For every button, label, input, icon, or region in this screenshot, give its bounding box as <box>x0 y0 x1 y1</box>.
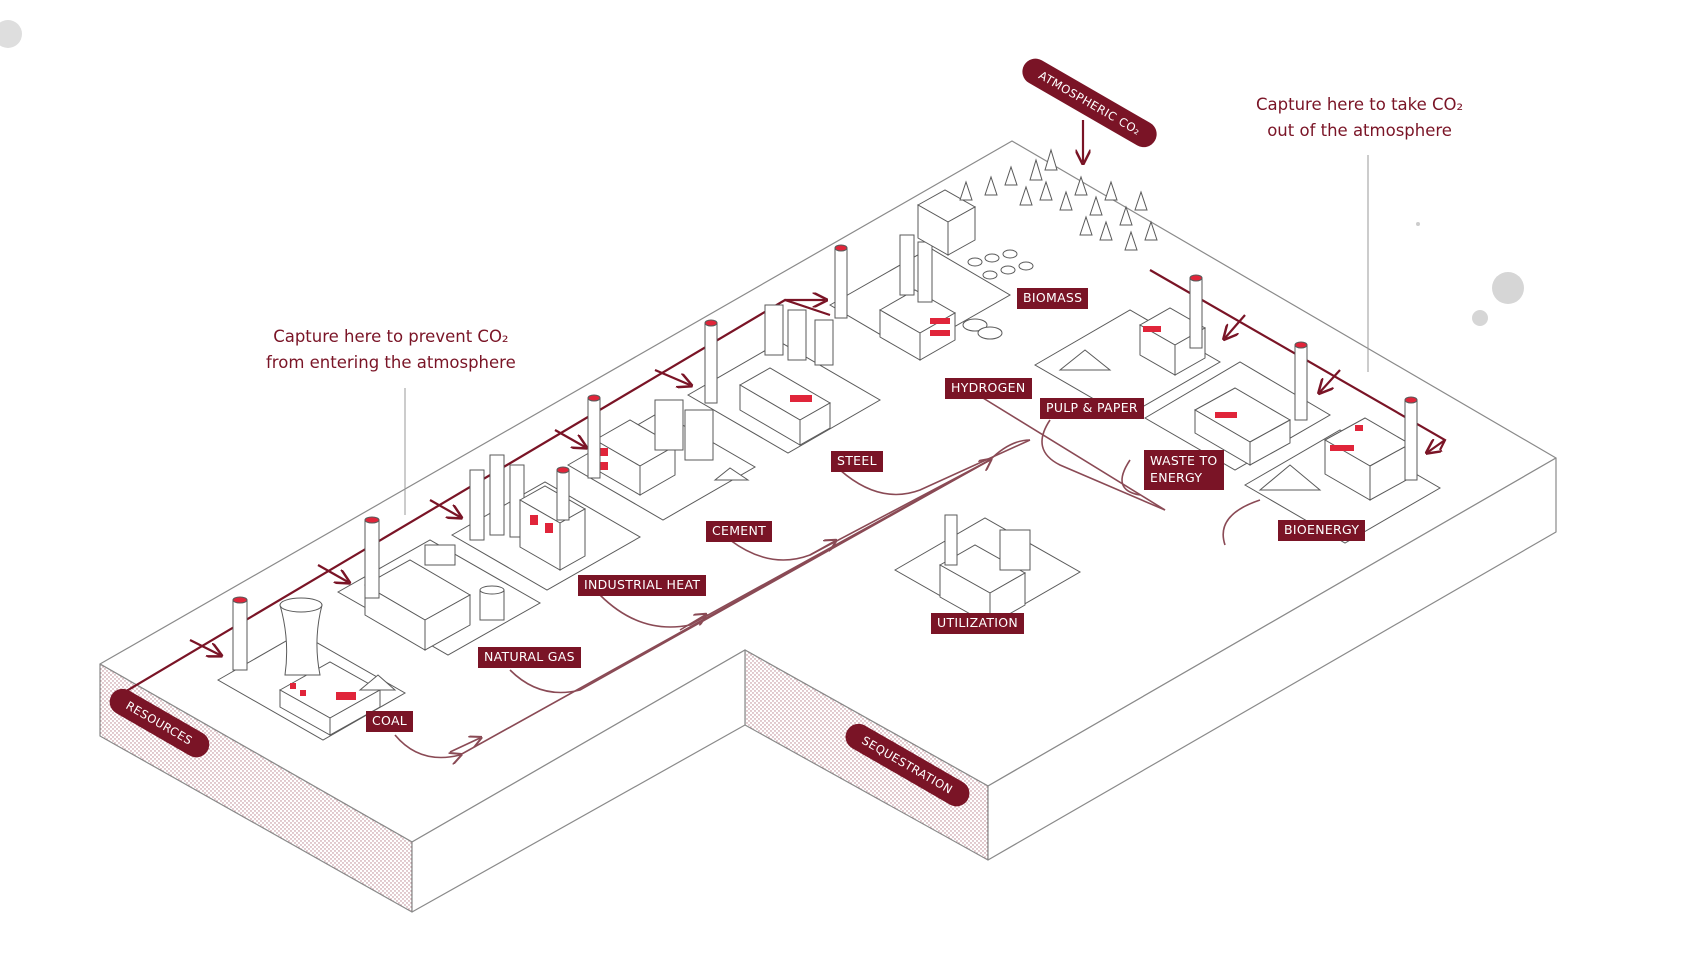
callout-prevent-line2: from entering the atmosphere <box>266 353 516 372</box>
label-waste-line2: ENERGY <box>1150 469 1203 485</box>
label-natural-gas: NATURAL GAS <box>478 647 581 668</box>
callout-prevent-line1: Capture here to prevent CO₂ <box>273 327 509 346</box>
label-bioenergy: BIOENERGY <box>1278 520 1366 541</box>
label-waste-line1: WASTE TO <box>1150 453 1218 468</box>
label-waste-to-energy: WASTE TO ENERGY <box>1144 450 1224 490</box>
label-pulp-paper: PULP & PAPER <box>1040 398 1144 419</box>
pulp-paper-plant <box>1034 274 1221 418</box>
decor-dot <box>0 20 22 48</box>
label-hydrogen: HYDROGEN <box>945 378 1032 399</box>
natural-gas-plant <box>336 516 542 656</box>
label-cement: CEMENT <box>706 521 773 542</box>
decor-dot <box>1416 222 1420 226</box>
waste-to-energy-plant <box>1144 341 1331 471</box>
label-biomass: BIOMASS <box>1017 288 1089 309</box>
callout-take-line1: Capture here to take CO₂ <box>1256 95 1464 114</box>
bioenergy-plant <box>1244 396 1441 544</box>
cement-plant <box>567 394 756 521</box>
label-utilization: UTILIZATION <box>931 613 1025 634</box>
callout-take: Capture here to take CO₂ out of the atmo… <box>1256 92 1463 144</box>
utilization-plant <box>893 514 1082 626</box>
coal-plant <box>216 596 407 741</box>
resource-flow <box>126 120 1447 700</box>
biomass-trees <box>959 148 1158 280</box>
label-coal: COAL <box>366 711 414 732</box>
decor-dot <box>1472 310 1488 326</box>
industrial-heat-plant <box>450 454 642 591</box>
decor-dot <box>1492 272 1524 304</box>
biomass-building <box>916 189 977 256</box>
steel-plant <box>687 304 881 454</box>
label-steel: STEEL <box>831 451 883 472</box>
callout-prevent: Capture here to prevent CO₂ from enterin… <box>266 324 516 376</box>
callout-take-line2: out of the atmosphere <box>1267 121 1452 140</box>
co2-pipes <box>394 389 1261 758</box>
label-industrial-heat: INDUSTRIAL HEAT <box>578 575 707 596</box>
